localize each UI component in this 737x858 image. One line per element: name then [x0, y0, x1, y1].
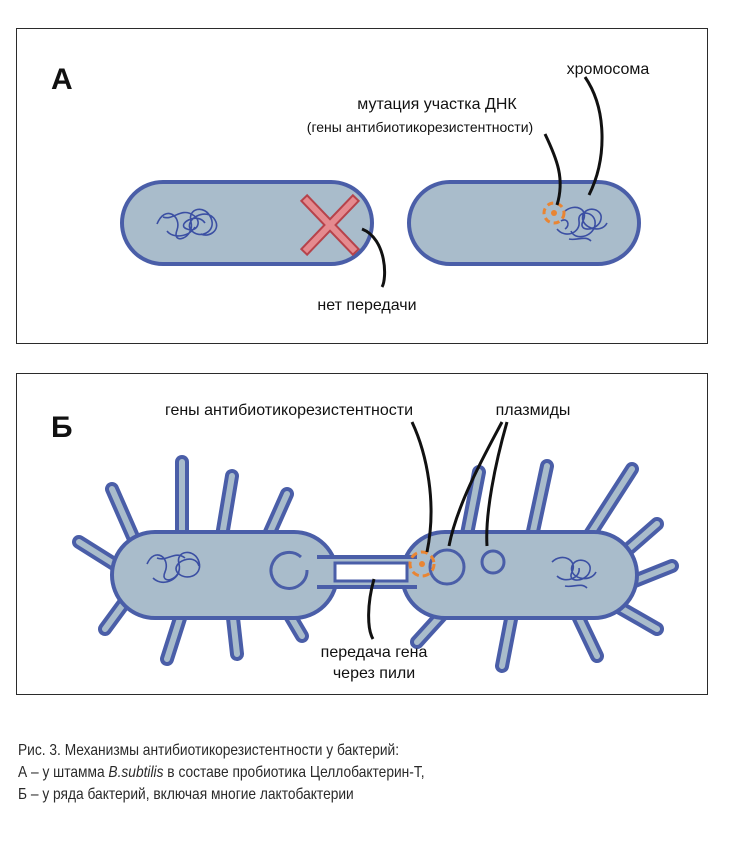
recipient-chromosome-b [551, 556, 597, 589]
recipient-plasmid-large [428, 548, 466, 586]
resistance-genes-paren-label: (гены антибиотикорезистентности) [307, 119, 533, 135]
figure-caption: Рис. 3. Механизмы антибиотикорезистентно… [18, 740, 620, 806]
recipient-plasmid-small [480, 549, 506, 575]
donor-chromosome [156, 208, 218, 240]
panel-b: Б [16, 373, 708, 695]
no-transfer-cross-icon [299, 193, 361, 257]
genes-leader-line [410, 421, 433, 553]
mutation-label: мутация участка ДНК [357, 96, 517, 113]
resistance-gene-marker-icon [408, 550, 436, 578]
plasmids-leader-line-2 [485, 421, 509, 547]
resistance-genes-label: гены антибиотикорезистентности [165, 402, 413, 419]
chromosome-label: хромосома [567, 61, 650, 78]
caption-line-2-suffix: в составе пробиотика Целлобактерин-Т, [163, 764, 425, 781]
transfer-leader-line [367, 578, 376, 640]
recipient-bacterium [407, 180, 641, 266]
mutation-marker-icon [542, 201, 566, 225]
caption-line-3: Б – у ряда бактерий, включая многие лакт… [18, 786, 354, 803]
panel-a-figure: А хромосома мутация участка ДНК (гены ан… [51, 61, 650, 314]
chromosome-leader-line [583, 76, 604, 196]
recipient-chromosome [556, 206, 608, 242]
no-transfer-leader-line [361, 227, 387, 288]
caption-line-2-prefix: А – у штамма [18, 764, 109, 781]
transfer-label-line2: через пили [333, 665, 415, 682]
donor-chromosome-b [146, 551, 201, 584]
panel-b-letter: Б [51, 411, 73, 444]
donor-plasmid [269, 550, 309, 590]
panel-b-figure: Б [51, 402, 679, 682]
no-transfer-label: нет передачи [317, 297, 416, 314]
mutation-leader-line [543, 133, 562, 206]
panel-a: А хромосома мутация участка ДНК (гены ан… [16, 28, 708, 344]
donor-bacterium-b [110, 530, 339, 620]
caption-line-2: А – у штамма B.subtilis в составе пробио… [18, 762, 620, 784]
transfer-label-line1: передача гена [321, 644, 428, 661]
caption-species-name: B.subtilis [108, 764, 164, 781]
panel-a-letter: А [51, 63, 73, 96]
recipient-bacterium-b [400, 530, 639, 620]
plasmids-leader-line-1 [447, 421, 504, 547]
caption-line-1: Рис. 3. Механизмы антибиотикорезистентно… [18, 742, 400, 759]
plasmids-label: плазмиды [496, 402, 571, 419]
conjugation-pilus-channel [333, 561, 409, 583]
